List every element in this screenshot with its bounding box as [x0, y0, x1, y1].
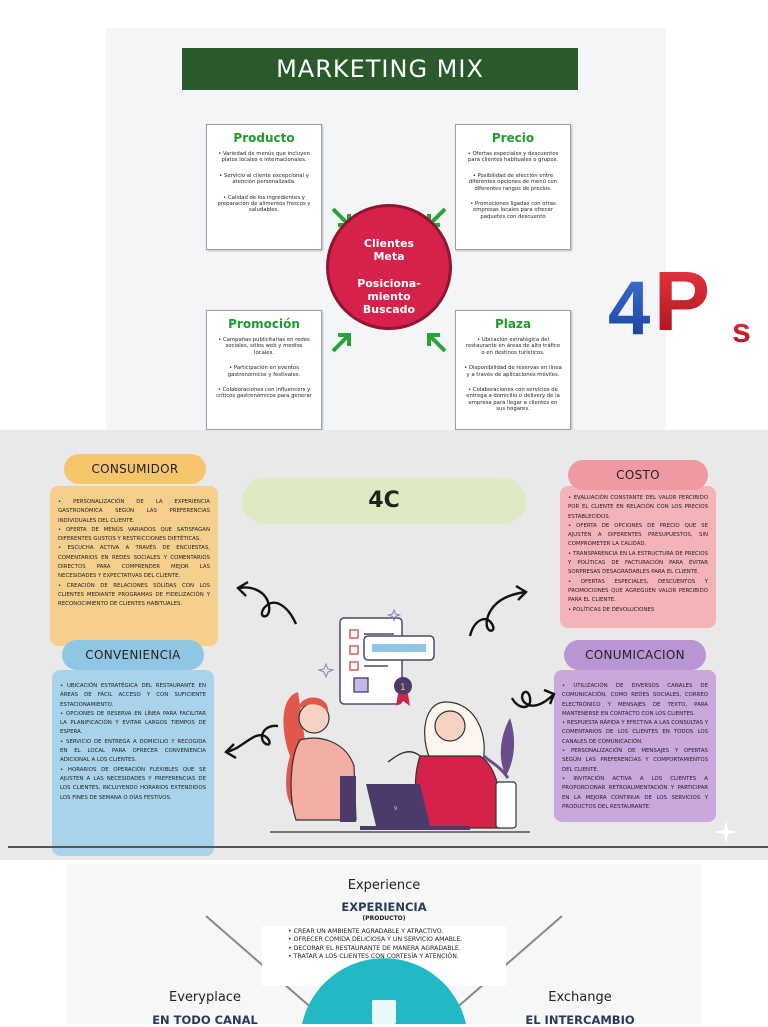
exchange-title-es: EL INTERCAMBIO [525, 1013, 635, 1027]
marketing-mix-4p-section: MARKETING MIX Producto Variedad de menús… [0, 0, 768, 430]
promocion-item: Colaboraciones con influencers y crítico… [215, 387, 313, 400]
sparkle-icon [714, 820, 738, 844]
costo-item: EVALUACIÓN CONSTANTE DEL VALOR PERCIBIDO… [568, 494, 708, 522]
badge-number: 1 [400, 683, 406, 693]
exchange-title-en: Exchange [548, 990, 612, 1005]
laptop-mark: 9 [394, 806, 397, 812]
plaza-item: Disponibilidad de reservas en línea y a … [464, 365, 562, 378]
experience-list: CREAR UN AMBIENTE AGRADABLE Y ATRACTIVO.… [288, 928, 528, 961]
arrow-up-left-icon [427, 333, 447, 353]
center-line: Posiciona- [357, 277, 421, 290]
experience-item: OFRECER COMIDA DELICIOSA Y UN SERVICIO A… [288, 936, 528, 944]
plaza-heading: Plaza [494, 317, 532, 331]
arrow-up-right-icon [331, 333, 351, 353]
4c-title: 4C [242, 478, 526, 524]
center-line: Clientes [363, 237, 415, 250]
producto-heading: Producto [233, 131, 295, 145]
costo-item: OFERTAS ESPECIALES, DESCUENTOS Y PROMOCI… [568, 578, 708, 606]
curly-arrow-icon [224, 724, 279, 760]
promocion-item: Participación en eventos gastronómicos y… [215, 365, 313, 378]
conveniencia-item: UBICACIÓN ESTRATÉGICA DEL RESTAURANTE EN… [60, 682, 206, 710]
logo-p: P [654, 268, 710, 348]
experience-item: TRATAR A LOS CLIENTES CON CORTESÍA Y ATE… [288, 953, 528, 961]
producto-item: Variedad de menús que incluyen platos lo… [215, 151, 313, 164]
logo-s: s [732, 312, 751, 348]
curly-arrow-icon [236, 580, 298, 625]
curly-arrow-icon [510, 688, 556, 709]
precio-item: Ofertas especiales y descuentos para cli… [464, 151, 562, 164]
curly-arrow-icon [468, 584, 528, 637]
consumidor-item: ESCUCHA ACTIVA A TRAVÉS DE ENCUESTAS, CO… [58, 544, 210, 581]
center-line: Buscado [362, 303, 416, 316]
center-line: miento [367, 290, 411, 303]
comunicacion-box: UTILIZACIÓN DE DIVERSOS CANALES DE COMUN… [554, 670, 716, 822]
conveniencia-label: CONVENIENCIA [62, 640, 204, 670]
logo-four: 4 [608, 268, 650, 348]
conveniencia-item: HORARIOS DE OPERACIÓN FLEXIBLES QUE SE A… [60, 766, 206, 803]
plaza-card: Plaza Ubicación estratégica del restaura… [455, 310, 571, 430]
4e-section: Experience EXPERIENCIA (PRODUCTO) CREAR … [0, 860, 768, 1027]
costo-box: EVALUACIÓN CONSTANTE DEL VALOR PERCIBIDO… [560, 486, 716, 628]
conveniencia-item: OPCIONES DE RESERVA EN LÍNEA PARA FACILI… [60, 710, 206, 738]
producto-item: Servicio al cliente excepcional y atenci… [215, 173, 313, 186]
consumidor-label: CONSUMIDOR [64, 454, 206, 484]
producto-item: Calidad de los ingredientes y preparació… [215, 195, 313, 214]
conversation-illustration: 1 9 [270, 608, 530, 833]
everyplace-title-es: EN TODO CANAL [152, 1013, 258, 1027]
precio-card: Precio Ofertas especiales y descuentos p… [455, 124, 571, 250]
conveniencia-box: UBICACIÓN ESTRATÉGICA DEL RESTAURANTE EN… [52, 670, 214, 856]
producto-card: Producto Variedad de menús que incluyen … [206, 124, 322, 250]
consumidor-item: PERSONALIZACIÓN DE LA EXPERIENCIA GASTRO… [58, 498, 210, 526]
precio-item: Posibilidad de elección entre diferentes… [464, 173, 562, 192]
comunicacion-item: INVITACIÓN ACTIVA A LOS CLIENTES A PROPO… [562, 775, 708, 812]
section-divider [8, 846, 768, 848]
everyplace-title-en: Everyplace [169, 990, 241, 1005]
consumidor-item: OFERTA DE MENÚS VARIADOS QUE SATISFAGAN … [58, 526, 210, 545]
comunicacion-item: UTILIZACIÓN DE DIVERSOS CANALES DE COMUN… [562, 682, 708, 719]
experience-item: CREAR UN AMBIENTE AGRADABLE Y ATRACTIVO. [288, 928, 528, 936]
comunicacion-item: PERSONALIZACIÓN DE MENSAJES Y OFERTAS SE… [562, 747, 708, 775]
center-line: Meta [373, 250, 405, 263]
consumidor-item: CREACIÓN DE RELACIONES SÓLIDAS CON LOS C… [58, 582, 210, 610]
costo-item: OFERTA DE OPCIONES DE PRECIO QUE SE AJUS… [568, 522, 708, 550]
costo-label: COSTO [568, 460, 708, 490]
consumidor-box: PERSONALIZACIÓN DE LA EXPERIENCIA GASTRO… [50, 486, 218, 646]
promocion-heading: Promoción [228, 317, 300, 331]
4ps-logo: 4 P s [608, 268, 751, 348]
costo-item: TRANSPARENCIA EN LA ESTRUCTURA DE PRECIO… [568, 550, 708, 578]
costo-item: POLÍTICAS DE DEVOLUCIONES [568, 606, 708, 615]
precio-heading: Precio [491, 131, 535, 145]
promocion-card: Promoción Campañas publicitarias en rede… [206, 310, 322, 430]
4c-section: 4C PERSONALIZACIÓN DE LA EXPERIENCIA GAS… [0, 430, 768, 860]
comunicacion-label: CONUMICACION [564, 640, 706, 670]
plaza-item: Ubicación estratégica del restaurante en… [464, 337, 562, 356]
comunicacion-item: RESPUESTA RÁPIDA Y EFECTIVA A LAS CONSUL… [562, 719, 708, 747]
conveniencia-item: SERVICIO DE ENTREGA A DOMICILIO Y RECOGI… [60, 738, 206, 766]
target-clients-circle: Clientes Meta Posiciona- miento Buscado [326, 204, 452, 330]
experience-item: DECORAR EL RESTAURANTE DE MANERA AGRADAB… [288, 945, 528, 953]
experience-title-es: EXPERIENCIA [341, 900, 427, 914]
marketing-mix-title: MARKETING MIX [182, 48, 578, 90]
plaza-item: Colaboraciones con servicios de entrega … [464, 387, 562, 413]
experience-title-en: Experience [347, 878, 421, 893]
experience-subtitle: (PRODUCTO) [362, 915, 406, 922]
precio-item: Promociones ligadas con otras empresas l… [464, 201, 562, 220]
promocion-item: Campañas publicitarias en redes sociales… [215, 337, 313, 356]
